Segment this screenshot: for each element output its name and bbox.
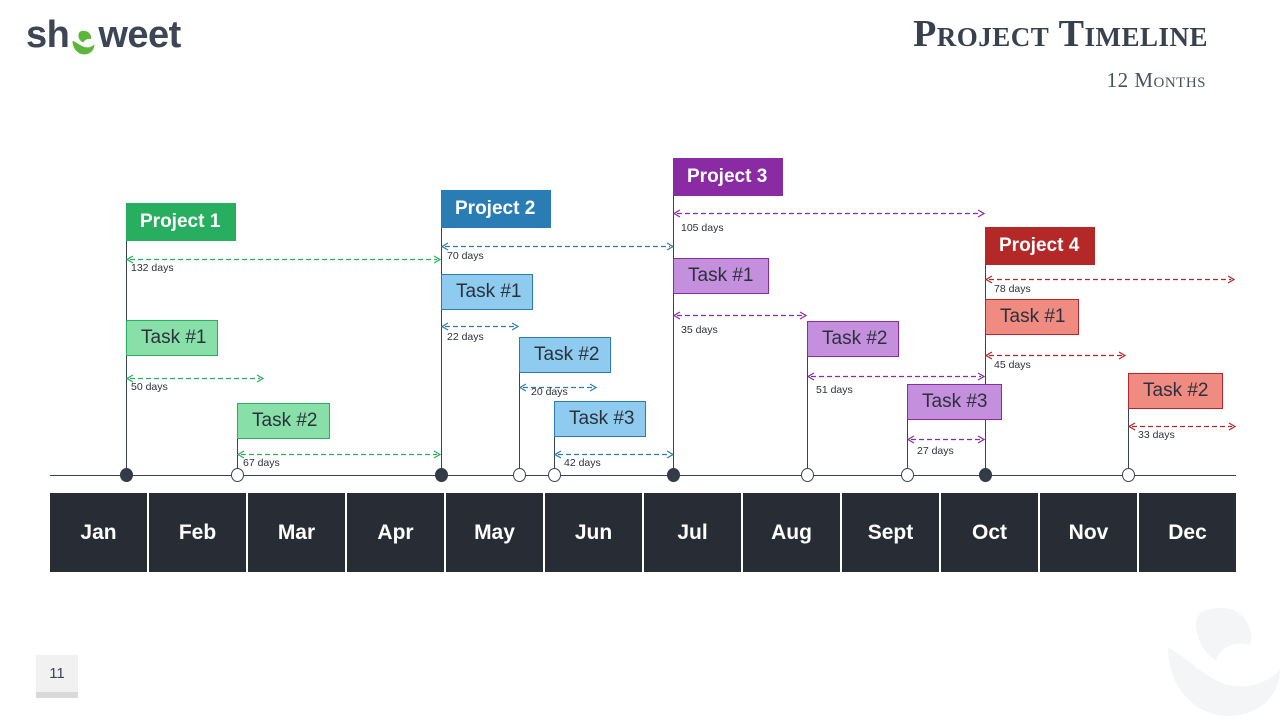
month-cell-oct[interactable]: Oct bbox=[941, 493, 1040, 572]
duration-label-p4: 78 days bbox=[994, 283, 1031, 295]
duration-label-p3t1: 35 days bbox=[681, 324, 718, 336]
task-bar-p3t3[interactable]: Task #3 bbox=[907, 384, 1002, 420]
duration-label-p1t1: 50 days bbox=[131, 381, 168, 393]
month-cell-mar[interactable]: Mar bbox=[248, 493, 347, 572]
page-subtitle: 12 Months bbox=[1106, 68, 1206, 92]
logo-wordmark: sh weet bbox=[26, 16, 181, 54]
task-bar-p3t2[interactable]: Task #2 bbox=[807, 321, 899, 357]
month-cell-aug[interactable]: Aug bbox=[743, 493, 842, 572]
project-bar-p3[interactable]: Project 3 bbox=[673, 158, 783, 196]
duration-label-p3t2: 51 days bbox=[816, 384, 853, 396]
page-number: 11 bbox=[36, 655, 78, 698]
duration-label-p2t1: 22 days bbox=[447, 331, 484, 343]
timeline-marker-filled[interactable] bbox=[120, 468, 133, 482]
duration-label-p1: 132 days bbox=[131, 262, 174, 274]
duration-label-p4t2: 33 days bbox=[1138, 429, 1175, 441]
duration-label-p2: 70 days bbox=[447, 250, 484, 262]
duration-label-p3t3: 27 days bbox=[917, 445, 954, 457]
month-cell-apr[interactable]: Apr bbox=[347, 493, 446, 572]
duration-label-p4t1: 45 days bbox=[994, 359, 1031, 371]
timeline-marker-hollow[interactable] bbox=[513, 468, 526, 482]
showeet-logo: sh weet bbox=[26, 14, 181, 56]
task-bar-p4t1[interactable]: Task #1 bbox=[985, 299, 1079, 335]
duration-arrow-p4t2 bbox=[1128, 422, 1236, 431]
task-bar-p1t1[interactable]: Task #1 bbox=[126, 320, 218, 356]
duration-arrow-p2t3 bbox=[554, 450, 674, 459]
timeline-marker-hollow[interactable] bbox=[1122, 468, 1135, 482]
duration-arrow-p1t2 bbox=[237, 450, 441, 459]
task-bar-p2t2[interactable]: Task #2 bbox=[519, 337, 611, 373]
duration-label-p3: 105 days bbox=[681, 222, 724, 234]
month-cell-jan[interactable]: Jan bbox=[50, 493, 149, 572]
timeline-marker-hollow[interactable] bbox=[901, 468, 914, 482]
task-bar-p2t1[interactable]: Task #1 bbox=[441, 274, 533, 310]
month-cell-dec[interactable]: Dec bbox=[1168, 520, 1207, 544]
duration-arrow-p2 bbox=[441, 242, 674, 251]
month-cell-may[interactable]: May bbox=[446, 493, 545, 572]
duration-arrow-p2t2 bbox=[519, 383, 597, 392]
duration-label-p1t2: 67 days bbox=[243, 457, 280, 469]
duration-arrow-p4t1 bbox=[985, 351, 1126, 360]
duration-label-p2t2: 20 days bbox=[531, 386, 568, 398]
connector-line bbox=[237, 403, 238, 475]
timeline-axis bbox=[50, 475, 1236, 476]
project-bar-p1[interactable]: Project 1 bbox=[126, 203, 236, 241]
logo-text-before: sh bbox=[26, 14, 70, 56]
logo-text-after: weet bbox=[98, 14, 181, 56]
connector-line bbox=[673, 158, 674, 475]
task-bar-p2t3[interactable]: Task #3 bbox=[554, 401, 646, 437]
timeline-marker-filled[interactable] bbox=[435, 468, 448, 482]
timeline-marker-hollow[interactable] bbox=[548, 468, 561, 482]
leaf-circle-icon bbox=[70, 25, 97, 54]
project-bar-p4[interactable]: Project 4 bbox=[985, 227, 1095, 265]
month-cell-feb[interactable]: Feb bbox=[149, 493, 248, 572]
duration-arrow-p1 bbox=[126, 255, 441, 264]
connector-line bbox=[519, 337, 520, 475]
task-bar-p4t2[interactable]: Task #2 bbox=[1128, 373, 1223, 409]
timeline-marker-hollow[interactable] bbox=[801, 468, 814, 482]
duration-arrow-p3t3 bbox=[907, 435, 985, 444]
connector-line bbox=[907, 384, 908, 475]
task-bar-p3t1[interactable]: Task #1 bbox=[673, 258, 769, 294]
duration-arrow-p3t1 bbox=[673, 311, 807, 320]
timeline-marker-filled[interactable] bbox=[979, 468, 992, 482]
timeline-marker-filled[interactable] bbox=[667, 468, 680, 482]
connector-line bbox=[554, 401, 555, 475]
connector-line bbox=[807, 321, 808, 475]
page-title: Project Timeline bbox=[913, 13, 1208, 55]
duration-arrow-p3 bbox=[673, 209, 985, 218]
timeline-marker-hollow[interactable] bbox=[231, 468, 244, 482]
duration-arrow-p1t1 bbox=[126, 374, 264, 383]
duration-arrow-p2t1 bbox=[441, 322, 519, 331]
month-cell-nov[interactable]: Nov bbox=[1040, 493, 1139, 572]
project-bar-p2[interactable]: Project 2 bbox=[441, 190, 551, 228]
connector-line bbox=[985, 227, 986, 475]
month-cell-jun[interactable]: Jun bbox=[545, 493, 644, 572]
month-cell-sept[interactable]: Sept bbox=[842, 493, 941, 572]
connector-line bbox=[441, 190, 442, 475]
connector-line bbox=[1128, 373, 1129, 475]
duration-arrow-p4 bbox=[985, 275, 1235, 284]
task-bar-p1t2[interactable]: Task #2 bbox=[237, 403, 330, 439]
month-cell-jul[interactable]: Jul bbox=[644, 493, 743, 572]
duration-arrow-p3t2 bbox=[807, 372, 985, 381]
duration-label-p2t3: 42 days bbox=[564, 457, 601, 469]
